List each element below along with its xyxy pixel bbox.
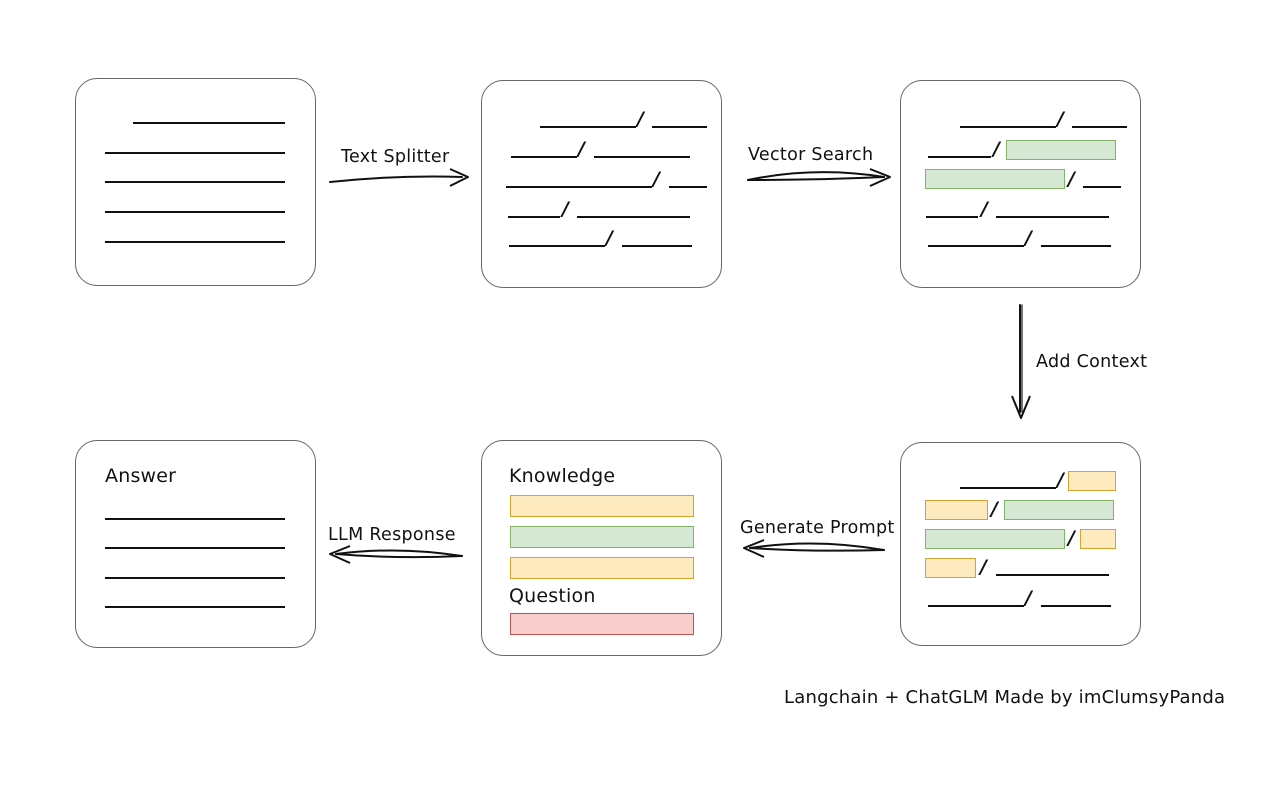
split-chunk-separator: / bbox=[637, 108, 644, 130]
split-chunk-segment bbox=[511, 156, 577, 158]
context-chunk-segment bbox=[960, 487, 1056, 489]
matched-chunk-separator: / bbox=[993, 138, 1000, 160]
knowledge-chip bbox=[510, 557, 694, 579]
split-chunk-segment bbox=[622, 245, 692, 247]
split-chunk-separator: / bbox=[653, 168, 660, 190]
arrow-generate-prompt bbox=[743, 539, 885, 558]
context-chunk-highlight bbox=[1080, 529, 1116, 549]
matched-chunk-highlight bbox=[1006, 140, 1116, 160]
matched-chunk-separator: / bbox=[981, 198, 988, 220]
edge-label-generate-prompt: Generate Prompt bbox=[740, 518, 895, 538]
matched-chunk-separator: / bbox=[1068, 168, 1075, 190]
arrow-text-splitter bbox=[329, 168, 469, 187]
source-document-line bbox=[105, 241, 285, 243]
split-chunk-segment bbox=[652, 126, 707, 128]
context-chunk-segment bbox=[928, 605, 1024, 607]
answer-line bbox=[105, 606, 285, 608]
answer-line bbox=[105, 577, 285, 579]
split-chunk-segment bbox=[577, 216, 690, 218]
answer-line bbox=[105, 547, 285, 549]
credit-text: Langchain + ChatGLM Made by imClumsyPand… bbox=[784, 687, 1226, 708]
matched-chunk-segment bbox=[928, 156, 991, 158]
matched-chunk-separator: / bbox=[1057, 108, 1064, 130]
edge-label-add-context: Add Context bbox=[1036, 352, 1148, 372]
knowledge-chip bbox=[510, 526, 694, 548]
node-answer[interactable] bbox=[75, 440, 316, 648]
context-chunk-segment bbox=[996, 574, 1109, 576]
context-chunk-highlight bbox=[1068, 471, 1116, 491]
knowledge-heading: Knowledge bbox=[509, 465, 616, 487]
split-chunk-separator: / bbox=[562, 198, 569, 220]
edge-label-vector-search: Vector Search bbox=[748, 145, 874, 165]
source-document-line bbox=[105, 152, 285, 154]
matched-chunk-segment bbox=[996, 216, 1109, 218]
context-chunk-highlight bbox=[1004, 500, 1114, 520]
context-chunk-separator: / bbox=[1057, 469, 1064, 491]
source-document-line bbox=[105, 181, 285, 183]
split-chunk-separator: / bbox=[606, 227, 613, 249]
context-chunk-separator: / bbox=[1068, 527, 1075, 549]
context-chunk-segment bbox=[1041, 605, 1111, 607]
matched-chunk-segment bbox=[960, 126, 1056, 128]
context-chunk-highlight bbox=[925, 500, 988, 520]
context-chunk-highlight bbox=[925, 529, 1065, 549]
matched-chunk-segment bbox=[1072, 126, 1127, 128]
context-chunk-separator: / bbox=[1025, 587, 1032, 609]
context-chunk-separator: / bbox=[980, 556, 987, 578]
knowledge-chip bbox=[510, 495, 694, 517]
edge-label-llm-response: LLM Response bbox=[328, 525, 456, 545]
matched-chunk-segment bbox=[1041, 245, 1111, 247]
arrow-llm-response bbox=[329, 545, 463, 564]
split-chunk-segment bbox=[508, 216, 560, 218]
split-chunk-segment bbox=[669, 186, 707, 188]
matched-chunk-segment bbox=[926, 216, 978, 218]
split-chunk-segment bbox=[540, 126, 636, 128]
context-chunk-separator: / bbox=[991, 498, 998, 520]
split-chunk-segment bbox=[506, 186, 652, 188]
matched-chunk-segment bbox=[1083, 186, 1121, 188]
split-chunk-separator: / bbox=[578, 138, 585, 160]
arrow-vector-search bbox=[747, 168, 891, 187]
answer-heading: Answer bbox=[105, 465, 177, 487]
arrow-add-context bbox=[1011, 304, 1031, 419]
answer-line bbox=[105, 518, 285, 520]
node-split-chunks[interactable] bbox=[481, 80, 722, 288]
split-chunk-segment bbox=[509, 245, 605, 247]
question-heading: Question bbox=[509, 585, 596, 607]
source-document-line bbox=[105, 211, 285, 213]
context-chunk-highlight bbox=[925, 558, 976, 578]
edge-label-text-splitter: Text Splitter bbox=[341, 147, 450, 167]
matched-chunk-separator: / bbox=[1025, 227, 1032, 249]
question-chip bbox=[510, 613, 694, 635]
matched-chunk-highlight bbox=[925, 169, 1065, 189]
matched-chunk-segment bbox=[928, 245, 1024, 247]
source-document-line bbox=[133, 122, 285, 124]
split-chunk-segment bbox=[594, 156, 690, 158]
